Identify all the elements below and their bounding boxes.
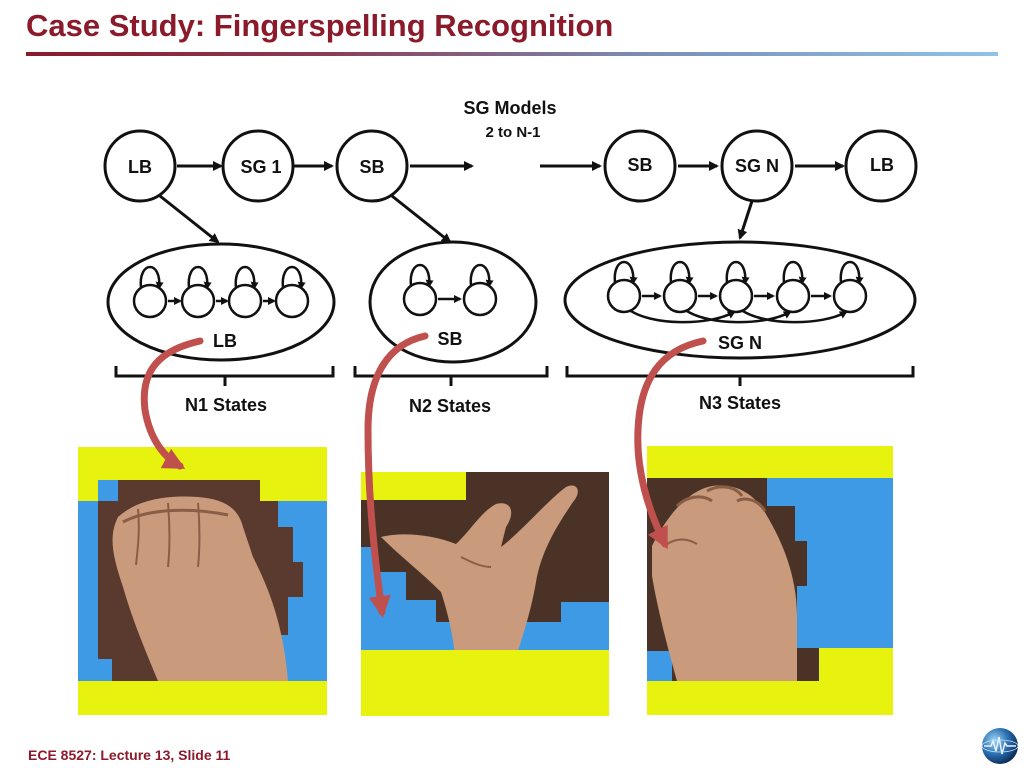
state-count-n1: N1 States xyxy=(185,395,267,415)
sg-models-label: SG Models xyxy=(463,98,556,118)
node-sg1 xyxy=(221,129,295,203)
fist-hand-photo-icon xyxy=(78,447,327,715)
node-label: SB xyxy=(627,155,652,175)
expand-arrow-lb xyxy=(159,194,220,244)
hooked-fingers-hand-photo-icon xyxy=(647,446,893,715)
node-label: LB xyxy=(128,157,152,177)
node-sgn xyxy=(720,129,794,203)
node-sb-left xyxy=(335,129,409,203)
state-count-n3: N3 States xyxy=(699,393,781,413)
brace-n1 xyxy=(114,366,335,386)
node-label: LB xyxy=(870,155,894,175)
brace-n3 xyxy=(565,366,915,386)
hand-image-panel-2 xyxy=(361,472,609,716)
group-label-sgn: SG N xyxy=(718,333,762,353)
state-count-n2: N2 States xyxy=(409,396,491,416)
mapping-arrow-sgn xyxy=(634,337,707,550)
expand-arrow-sgn xyxy=(737,200,754,240)
sg-models-range: 2 to N-1 xyxy=(485,124,540,141)
hand-image-panel-3 xyxy=(647,446,893,715)
expand-arrow-sb xyxy=(391,194,452,244)
group-label-lb: LB xyxy=(213,331,237,351)
slide-title: Case Study: Fingerspelling Recognition xyxy=(26,8,614,43)
thumb-pinky-hand-photo-icon xyxy=(361,472,609,716)
node-lb-end xyxy=(844,129,918,203)
node-label: SB xyxy=(359,157,384,177)
mapping-arrow-lb xyxy=(140,337,204,470)
title-underline xyxy=(26,52,998,56)
group-label-sb: SB xyxy=(437,329,462,349)
brace-n2 xyxy=(353,366,549,386)
slide-footer: ECE 8527: Lecture 13, Slide 11 xyxy=(28,747,231,763)
node-label: SG N xyxy=(735,156,779,176)
node-label: SG 1 xyxy=(240,157,281,177)
hand-image-panel-1 xyxy=(78,447,327,715)
node-lb-start xyxy=(103,129,177,203)
mapping-arrow-sb xyxy=(364,332,429,618)
node-sb-right xyxy=(603,129,677,203)
globe-logo-icon xyxy=(981,728,1019,764)
